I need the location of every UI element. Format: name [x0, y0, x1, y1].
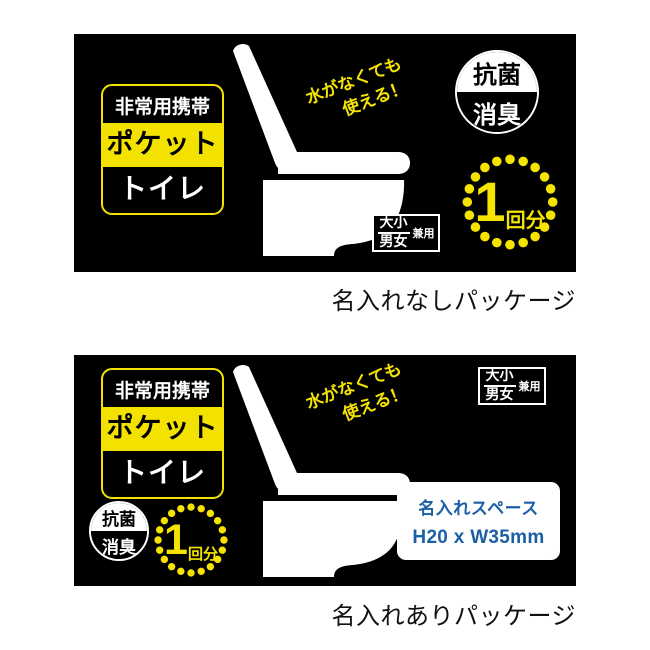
seal-text-deodorant: 消臭: [457, 92, 537, 132]
dotted-ring-icon: [154, 503, 228, 577]
dose-count-unit: 回分: [187, 545, 218, 563]
seal-text-antibacterial: 抗菌: [91, 503, 147, 531]
name-imprint-dimensions: H20 x W35mm: [412, 526, 545, 548]
dose-count-number: 1: [474, 170, 506, 234]
toilet-side-view-icon: [233, 43, 410, 256]
dose-count-badge: 1 回分: [154, 503, 228, 577]
caption-package-with-imprint: 名入れありパッケージ: [331, 602, 576, 630]
antibacterial-deodorant-seal: 抗菌 消臭: [89, 501, 149, 561]
usage-suffix-label: 兼用: [518, 380, 541, 393]
package-artwork-with-imprint: 非常用携帯 ポケット トイレ 水がなくても 使える！ 抗菌 消臭 1 回分 大小…: [74, 355, 576, 586]
name-imprint-label: 名入れスペース: [418, 498, 539, 519]
brand-logo-block: 非常用携帯 ポケット トイレ: [101, 84, 224, 215]
package-artwork-without-imprint: 非常用携帯 ポケット トイレ 水がなくても 使える！ 抗菌 消臭 1 回分 大小…: [74, 34, 576, 272]
caption-package-without-imprint: 名入れなしパッケージ: [331, 287, 576, 315]
brand-logo-line-mid: ポケット: [103, 122, 222, 167]
dose-count-unit: 回分: [505, 208, 546, 232]
dose-count-number: 1: [164, 515, 188, 564]
brand-logo-line-top: 非常用携帯: [114, 379, 210, 402]
usage-size-label: 大小: [483, 369, 516, 387]
toilet-side-view-icon: [233, 364, 410, 577]
seal-text-deodorant: 消臭: [91, 531, 147, 559]
dotted-ring-icon: [462, 154, 558, 250]
brand-logo-block: 非常用携帯 ポケット トイレ: [101, 368, 224, 499]
name-imprint-space: 名入れスペース H20 x W35mm: [397, 482, 560, 560]
seal-text-antibacterial: 抗菌: [457, 52, 537, 92]
usage-gender-label: 男女: [485, 387, 514, 403]
brand-logo-line-mid: ポケット: [103, 406, 222, 451]
usage-gender-label: 男女: [379, 234, 408, 250]
brand-logo-line-bot: トイレ: [118, 455, 206, 489]
usage-fraction: 大小 男女: [483, 369, 516, 403]
usage-fraction: 大小 男女: [377, 216, 410, 250]
dose-count-badge: 1 回分: [462, 154, 558, 250]
usage-size-label: 大小: [377, 216, 410, 234]
usage-suffix-label: 兼用: [412, 227, 435, 240]
antibacterial-deodorant-seal: 抗菌 消臭: [455, 50, 539, 134]
brand-logo-line-top: 非常用携帯: [114, 95, 210, 118]
usage-compatibility-badge: 大小 男女 兼用: [372, 214, 440, 252]
usage-compatibility-badge: 大小 男女 兼用: [478, 367, 546, 405]
brand-logo-line-bot: トイレ: [118, 171, 206, 205]
